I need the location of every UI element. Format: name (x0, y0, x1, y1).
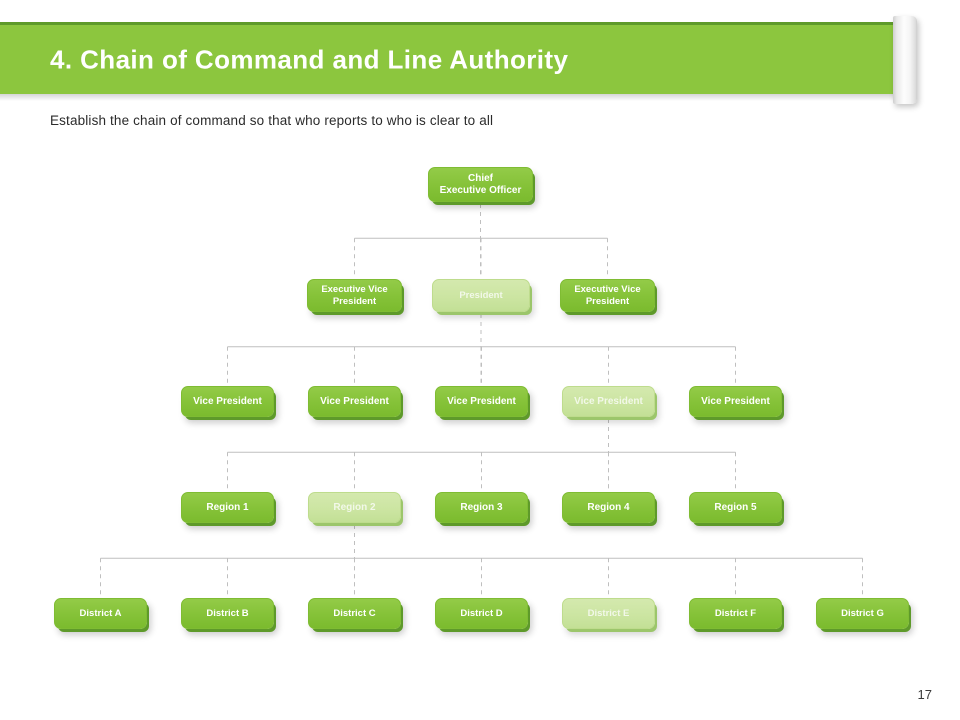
org-node-label: District E (587, 607, 630, 619)
org-node-region-2[interactable]: Region 2 (308, 492, 401, 523)
org-node-label: Vice President (320, 395, 389, 407)
org-node-label: Region 1 (206, 501, 249, 513)
org-node-label: Region 4 (587, 501, 630, 513)
org-node-vp-3[interactable]: Vice President (435, 386, 528, 417)
org-node-vp-5[interactable]: Vice President (689, 386, 782, 417)
org-node-label: District C (333, 607, 376, 619)
org-node-label: Vice President (574, 395, 643, 407)
org-node-district-e[interactable]: District E (562, 598, 655, 629)
page-title: 4. Chain of Command and Line Authority (50, 44, 569, 74)
org-node-vp-2[interactable]: Vice President (308, 386, 401, 417)
org-node-district-g[interactable]: District G (816, 598, 909, 629)
org-node-label: Region 2 (333, 501, 376, 513)
org-node-label: District D (460, 607, 503, 619)
org-node-label: Region 3 (460, 501, 503, 513)
org-node-label: District F (714, 607, 757, 619)
banner-roll-edge (893, 16, 917, 104)
org-node-label: Vice President (447, 395, 516, 407)
org-node-vp-4[interactable]: Vice President (562, 386, 655, 417)
org-node-label: Vice President (701, 395, 770, 407)
org-node-district-f[interactable]: District F (689, 598, 782, 629)
org-node-label: President (459, 289, 503, 301)
title-banner-shadow (0, 94, 893, 101)
org-node-label: District G (841, 607, 884, 619)
org-node-president[interactable]: President (432, 279, 530, 312)
page-number: 17 (917, 687, 932, 702)
title-banner: 4. Chain of Command and Line Authority (0, 22, 893, 94)
org-node-region-3[interactable]: Region 3 (435, 492, 528, 523)
org-node-region-5[interactable]: Region 5 (689, 492, 782, 523)
org-node-region-4[interactable]: Region 4 (562, 492, 655, 523)
org-node-label: District B (206, 607, 249, 619)
org-node-label: Region 5 (714, 501, 757, 513)
org-node-district-b[interactable]: District B (181, 598, 274, 629)
org-node-region-1[interactable]: Region 1 (181, 492, 274, 523)
org-node-district-c[interactable]: District C (308, 598, 401, 629)
org-node-vp-1[interactable]: Vice President (181, 386, 274, 417)
org-node-label: Vice President (193, 395, 262, 407)
org-node-district-d[interactable]: District D (435, 598, 528, 629)
org-node-label: District A (79, 607, 122, 619)
org-node-district-a[interactable]: District A (54, 598, 147, 629)
slide-subtitle: Establish the chain of command so that w… (50, 113, 494, 128)
